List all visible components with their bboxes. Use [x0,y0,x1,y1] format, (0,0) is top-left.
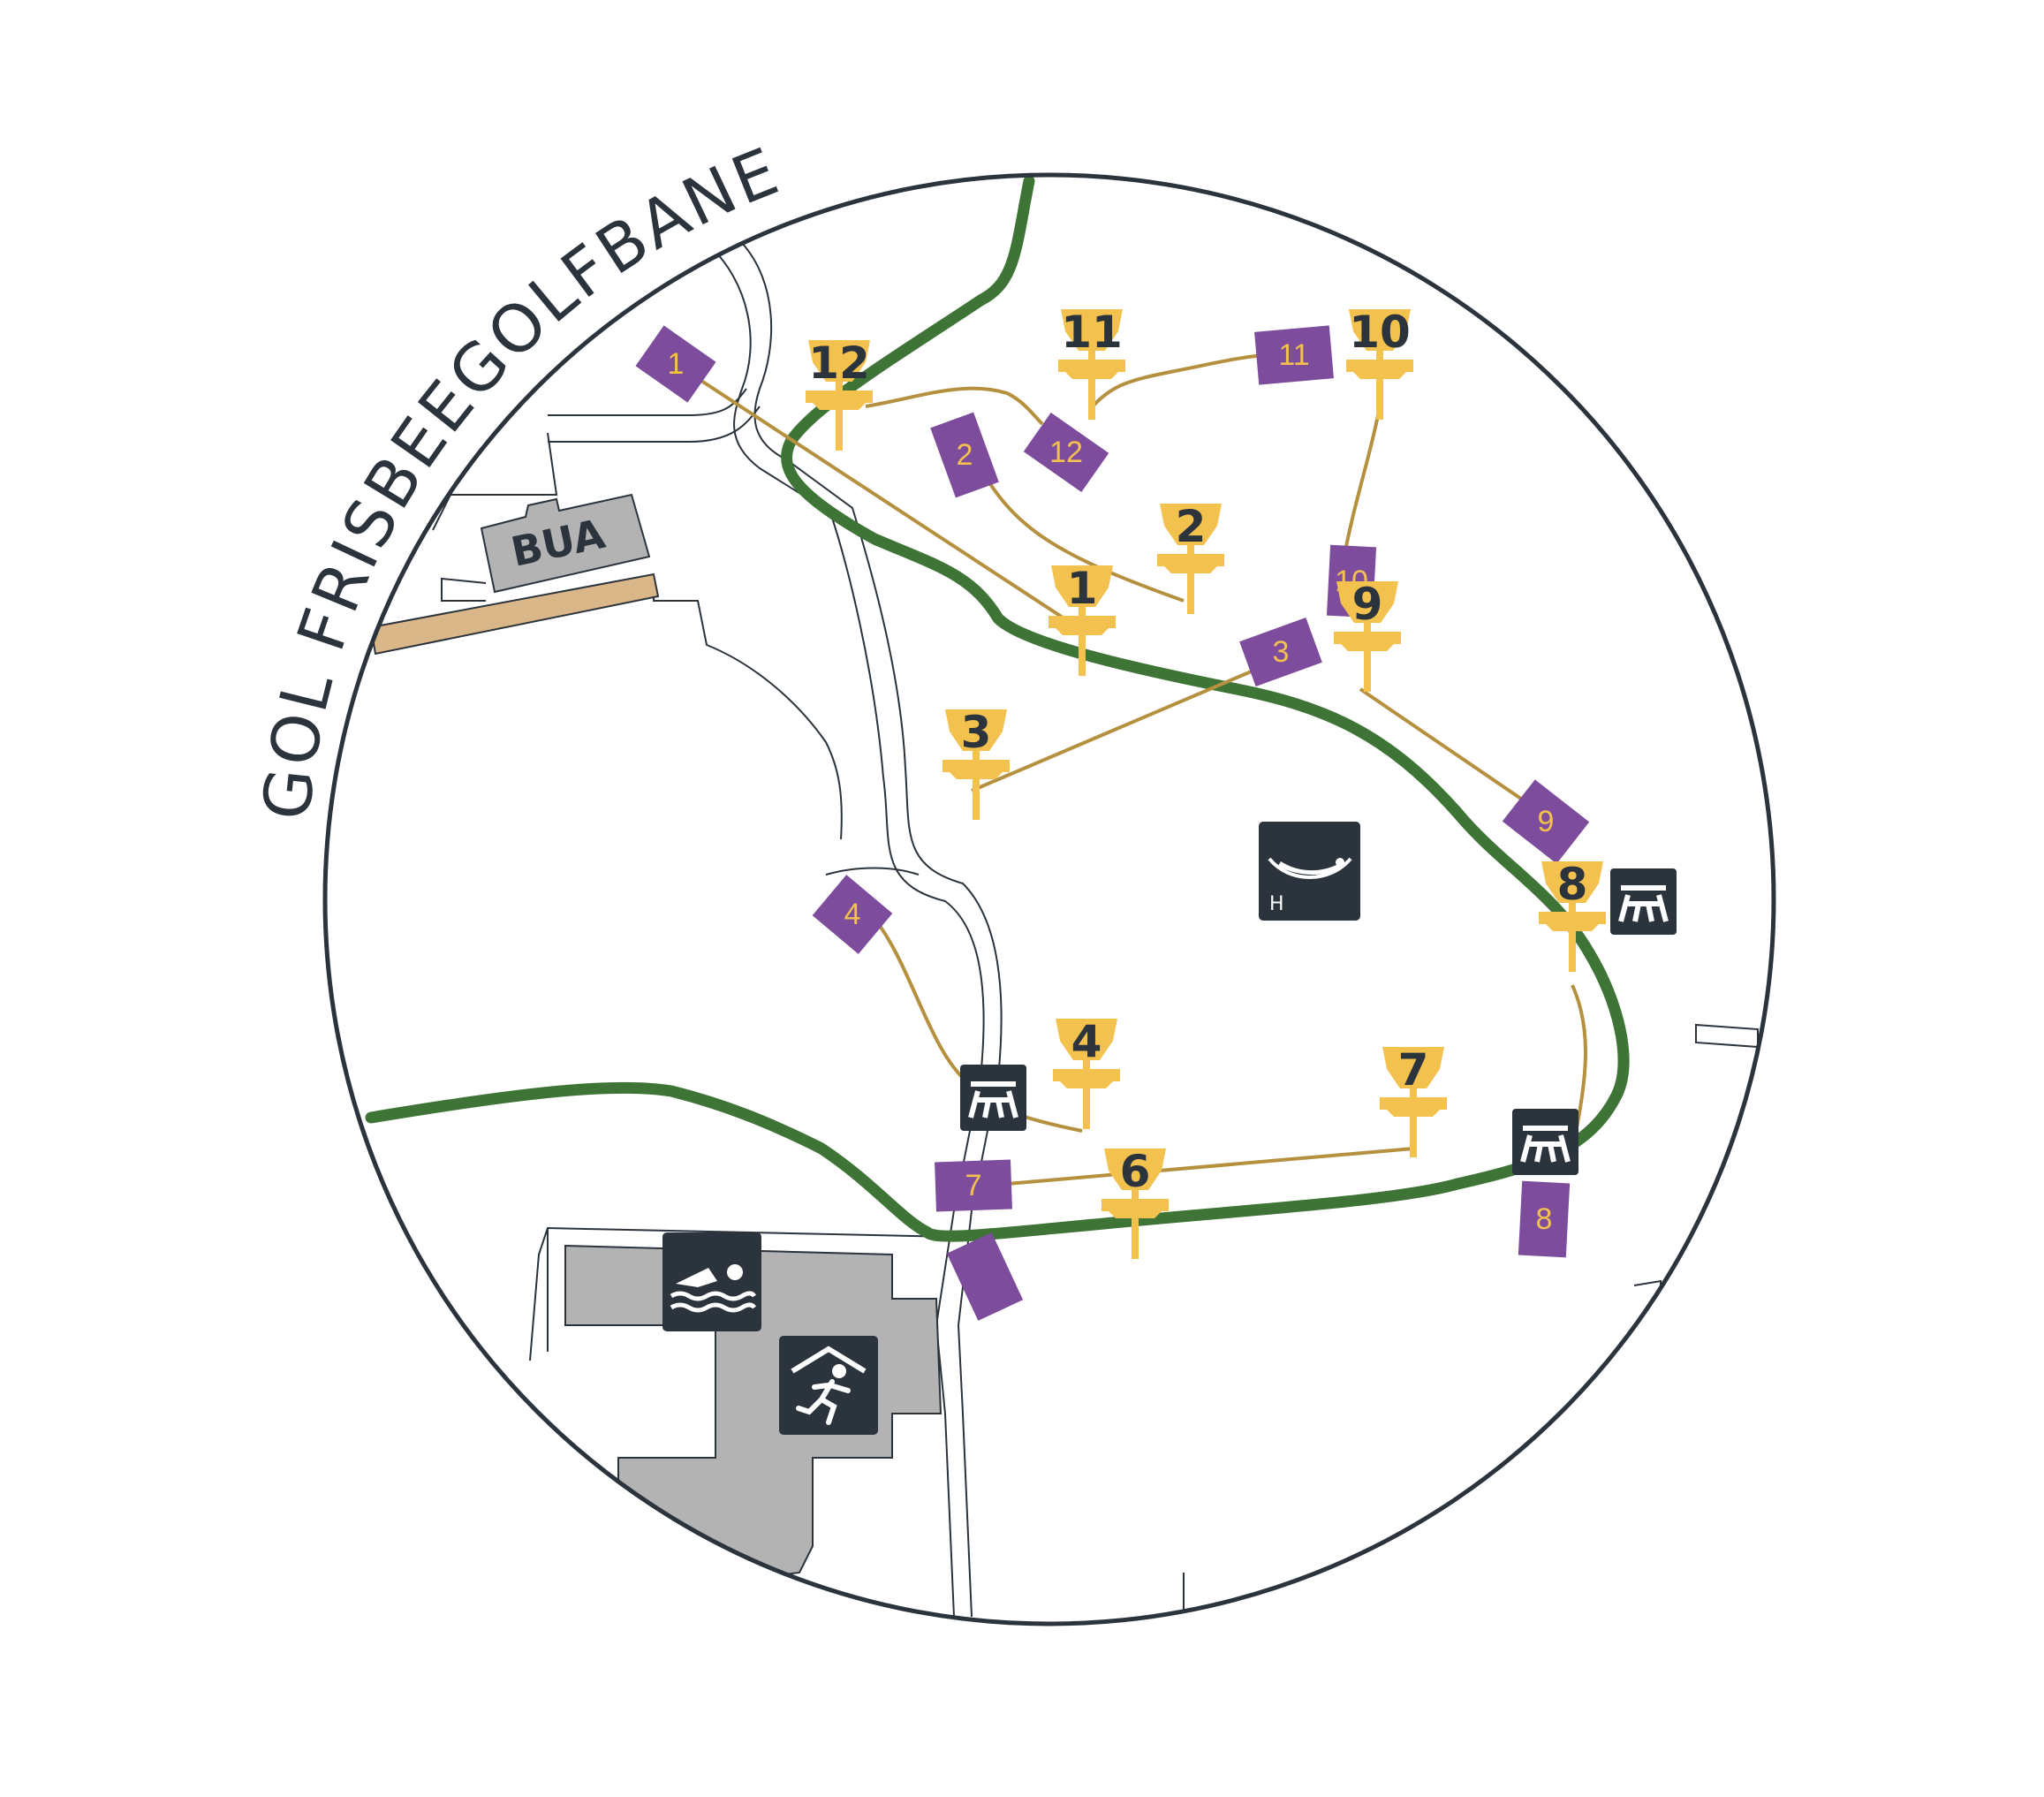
indoor-running-icon [779,1336,878,1435]
basket-label: 2 [1176,501,1207,552]
basket-marker: 3 [943,707,1010,820]
tee-label: 1 [668,347,685,381]
tee-label: 11 [1278,338,1309,372]
basket-marker: 9 [1334,579,1401,692]
tee-pad: 11 [1254,325,1334,385]
tee-pad: 9 [1502,779,1590,864]
basket-marker: 10 [1346,307,1413,420]
picnic-table-icon [960,1065,1026,1131]
basket-marker: 4 [1053,1016,1120,1129]
basket-label: 8 [1557,859,1588,910]
picnic-table-icon [1610,868,1677,935]
basket-label: 6 [1120,1146,1151,1197]
sand-path [369,572,660,656]
basket-marker: 11 [1058,307,1125,420]
baskets: 12 11 10 2 1 9 3 8 4 7 6 [806,307,1606,1259]
bua-building: BUA [480,493,651,594]
basket-label: 7 [1398,1044,1429,1096]
facility-icons: H [662,822,1677,1435]
tee-pad: 12 [1023,412,1109,493]
basket-label: 3 [961,707,992,758]
basket-label: 11 [1061,307,1123,358]
basket-marker: 2 [1157,501,1224,614]
tee-pad: 2 [930,412,999,498]
hammock-label: H [1269,893,1284,915]
tee-label: 7 [965,1169,982,1202]
tee-pad [946,1232,1024,1321]
basket-label: 12 [808,337,870,389]
basket-label: 1 [1067,563,1098,614]
tee-label: 4 [844,898,861,931]
basket-label: 4 [1071,1016,1102,1067]
tee-label: 9 [1538,805,1555,838]
sports-hall-building [564,1244,943,1583]
basket-marker: 1 [1048,563,1116,676]
tee-pad: 4 [812,875,893,954]
walking-trails [365,175,1630,1242]
tee-pad: 7 [935,1159,1012,1212]
fairway-lines [671,353,1587,1186]
swimming-icon [662,1232,761,1331]
basket-label: 10 [1349,307,1411,358]
tee-pad: 8 [1518,1180,1571,1258]
basket-marker: 8 [1539,859,1606,972]
map-boundary-circle [322,172,1776,1626]
basket-label: 9 [1352,579,1383,630]
tee-label: 2 [957,438,973,472]
basket-marker: 12 [806,337,873,451]
basket-marker: 7 [1380,1044,1447,1157]
tee-label: 8 [1536,1202,1553,1236]
picnic-table-icon [1512,1109,1578,1175]
tee-pad: 3 [1239,617,1322,687]
tee-label: 12 [1049,436,1083,469]
map-title: GOL FRISBEEGOLFBANE [249,133,791,823]
basket-marker: 6 [1101,1146,1169,1259]
tee-label: 3 [1273,635,1290,669]
hammock-icon: H [1259,822,1360,921]
tee-pad: 1 [635,325,716,403]
